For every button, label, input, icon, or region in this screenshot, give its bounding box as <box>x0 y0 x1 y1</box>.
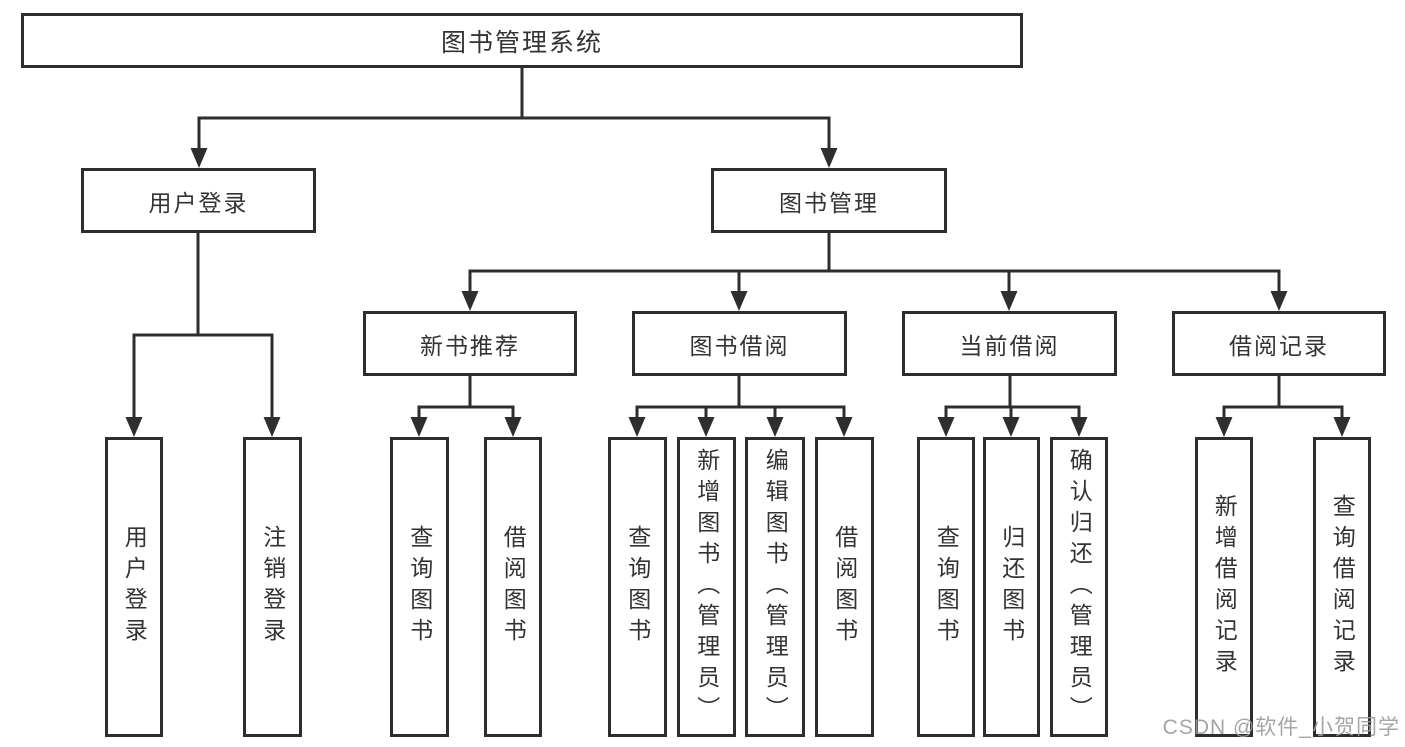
leaf-return-books: 归还图书 <box>983 437 1040 737</box>
connector-arrowhead <box>125 417 143 437</box>
node-book-management: 图书管理 <box>711 168 947 233</box>
leaf-add-book-admin: 新增图书（管理员） <box>677 437 736 737</box>
leaf-query-books-2: 查询图书 <box>608 437 667 737</box>
node-label: 用户登录 <box>148 189 249 216</box>
leaf-borrow-books-2: 借阅图书 <box>815 437 874 737</box>
connector-arrowhead <box>504 417 522 437</box>
leaf-logout: 注销登录 <box>243 437 302 737</box>
connector-arrowhead <box>410 417 428 437</box>
node-book-borrowing: 图书借阅 <box>632 311 847 376</box>
connector-arrowhead <box>1270 291 1288 311</box>
node-label: 新书推荐 <box>420 332 520 359</box>
watermark: CSDN @软件_小贺同学 <box>1162 716 1400 739</box>
connector-arrowhead <box>820 148 838 168</box>
node-label: 查询图书 <box>933 525 960 649</box>
node-label: 查询图书 <box>406 525 433 649</box>
connector-arrowhead <box>835 417 853 437</box>
node-borrowing-records: 借阅记录 <box>1172 311 1386 376</box>
node-label: 图书借阅 <box>689 332 790 359</box>
leaf-query-books-3: 查询图书 <box>917 437 975 737</box>
connector-arrowhead <box>263 417 281 437</box>
leaf-user-login: 用户登录 <box>105 437 163 737</box>
node-user-login: 用户登录 <box>81 168 316 233</box>
connector-arrowhead <box>628 417 646 437</box>
node-label: 借阅记录 <box>1229 332 1329 359</box>
leaf-borrow-books-1: 借阅图书 <box>484 437 542 737</box>
connector-arrowhead <box>1215 417 1233 437</box>
node-label: 用户登录 <box>121 525 148 649</box>
leaf-edit-book-admin: 编辑图书（管理员） <box>745 437 805 737</box>
node-library-management-system: 图书管理系统 <box>21 13 1023 68</box>
node-label: 查询借阅记录 <box>1329 494 1356 680</box>
node-label: 归还图书 <box>998 525 1025 649</box>
leaf-query-borrow-record: 查询借阅记录 <box>1313 437 1371 737</box>
node-label: 图书管理 <box>779 189 879 216</box>
node-label: 图书管理系统 <box>440 28 603 57</box>
node-new-book-recommendation: 新书推荐 <box>363 311 577 376</box>
connector-arrowhead <box>1002 417 1020 437</box>
connector-arrowhead <box>190 148 208 168</box>
connector-arrowhead <box>1000 291 1018 311</box>
node-label: 确认归还（管理员） <box>1066 447 1093 727</box>
connector-arrowhead <box>1333 417 1351 437</box>
connector-arrowhead <box>766 417 784 437</box>
node-current-borrowing: 当前借阅 <box>902 311 1117 376</box>
node-label: 查询图书 <box>624 525 651 649</box>
connector-arrowhead <box>730 291 748 311</box>
node-label: 当前借阅 <box>959 332 1060 359</box>
node-label: 新增图书（管理员） <box>693 447 720 727</box>
connector-arrowhead <box>461 291 479 311</box>
node-label: 新增借阅记录 <box>1211 494 1238 680</box>
connector-arrowhead <box>1070 417 1088 437</box>
connector-arrowhead <box>937 417 955 437</box>
leaf-query-books-1: 查询图书 <box>390 437 449 737</box>
leaf-add-borrow-record: 新增借阅记录 <box>1195 437 1253 737</box>
node-label: 编辑图书（管理员） <box>762 447 789 727</box>
node-label: 借阅图书 <box>831 525 858 649</box>
node-label: 借阅图书 <box>500 525 527 649</box>
node-label: 注销登录 <box>259 525 286 649</box>
leaf-confirm-return-admin: 确认归还（管理员） <box>1050 437 1108 737</box>
connector-arrowhead <box>697 417 715 437</box>
